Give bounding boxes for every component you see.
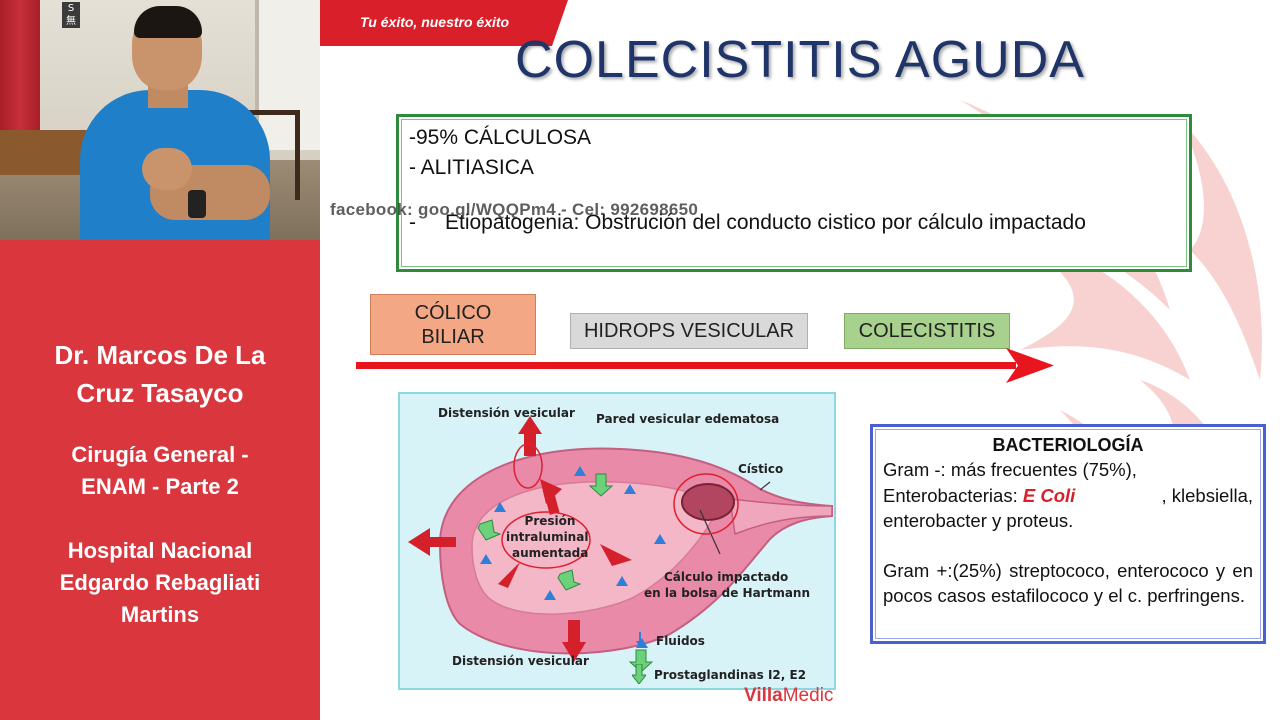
presenter-name: Dr. Marcos De La Cruz Tasayco — [54, 340, 266, 408]
spacer — [883, 534, 1253, 558]
stage-hidrops-vesicular: HIDROPS VESICULAR — [570, 313, 808, 349]
etiopathogenesis-text: - Etiopatogenia: Obstrución del conducto … — [409, 209, 1181, 237]
etio-body: Etiopatogenia: Obstrución del conducto c… — [445, 211, 1086, 234]
stage-colico-biliar: CÓLICO BILIAR — [370, 294, 536, 355]
summary-box: -95% CÁLCULOSA - ALITIASICA - Etiopatogen… — [396, 114, 1192, 272]
presenter-watch — [188, 190, 206, 218]
brand-part-1: Villa — [744, 685, 783, 706]
gallbladder-illustration — [408, 416, 833, 673]
bacteriology-title: BACTERIOLOGÍA — [992, 435, 1144, 455]
presenter-specialty: Cirugía General - ENAM - Parte 2 — [71, 442, 249, 499]
summary-line-1: -95% CÁLCULOSA — [409, 126, 592, 149]
stage-colecistitis-label: COLECISTITIS — [858, 320, 996, 342]
label-distension-top: Distensión vesicular — [438, 406, 575, 420]
etio-dash: - — [409, 211, 416, 234]
slide-title: COLECISTITIS AGUDA — [515, 31, 1085, 89]
gram-negative-line-1: Gram -: más frecuentes (75%), — [883, 459, 1137, 480]
webcam-curtain — [0, 0, 40, 130]
progression-arrow-icon — [356, 348, 1054, 383]
presenter-info-panel: Dr. Marcos De La Cruz Tasayco Cirugía Ge… — [0, 240, 320, 720]
presenter-hair — [134, 6, 202, 38]
stage-colico-label: CÓLICO BILIAR — [414, 301, 492, 348]
presenter-hand — [142, 148, 192, 190]
contact-watermark: facebook: goo.gl/WQQPm4 - Cel: 992698650 — [330, 200, 699, 219]
gallbladder-diagram: Distensión vesicular Pared vesicular ede… — [398, 392, 836, 690]
bacteriology-box: BACTERIOLOGÍA Gram -: más frecuentes (75… — [870, 424, 1266, 644]
stage-colecistitis: COLECISTITIS — [844, 313, 1010, 349]
label-pressure-1: Presión — [524, 514, 576, 528]
label-pressure-2: intraluminal — [506, 530, 589, 544]
fluids-legend-icon — [636, 632, 644, 648]
slide: Tu éxito, nuestro éxito COLECISTITIS AGU… — [320, 0, 1280, 720]
label-fluids: Fluidos — [656, 634, 705, 648]
presenter-hospital: Hospital Nacional Edgardo Rebagliati Mar… — [59, 538, 261, 627]
label-stone-2: en la bolsa de Hartmann — [644, 586, 811, 600]
brand-part-2: Medic — [782, 685, 834, 706]
webcam-window — [255, 0, 320, 150]
slogan-ribbon — [320, 0, 568, 46]
label-distension-bottom: Distensión vesicular — [452, 654, 589, 668]
villamedic-logo: VillaMedic — [744, 685, 833, 707]
ecoli-text: E Coli — [1022, 484, 1076, 506]
slogan-text: Tu éxito, nuestro éxito — [360, 14, 510, 30]
label-stone-1: Cálculo impactado — [664, 570, 789, 584]
summary-line-2: - ALITIASICA — [409, 156, 534, 179]
stage-hidrops-label: HIDROPS VESICULAR — [583, 320, 795, 342]
label-edematous-wall: Pared vesicular edematosa — [596, 412, 780, 426]
gram-negative-line-2: Enterobacterias: E Coli , klebsiella, — [883, 483, 1253, 509]
prostaglandins-legend-icon — [630, 663, 648, 685]
gram-negative-line-3: enterobacter y proteus. — [883, 510, 1074, 531]
label-prostaglandins: Prostaglandinas I2, E2 — [654, 668, 807, 682]
webcam-feed: S 無 — [0, 0, 320, 240]
webcam-desk — [0, 130, 95, 175]
klebsiella-text: , klebsiella, — [1161, 484, 1253, 506]
label-pressure-3: aumentada — [512, 546, 589, 560]
channel-badge-icon: S 無 — [62, 2, 80, 28]
label-cystic: Cístico — [738, 462, 784, 476]
enterobacteria-label: Enterobacterias: — [883, 484, 1018, 506]
gram-positive-text: Gram +:(25%) streptococo, enterococo y e… — [883, 559, 1253, 607]
